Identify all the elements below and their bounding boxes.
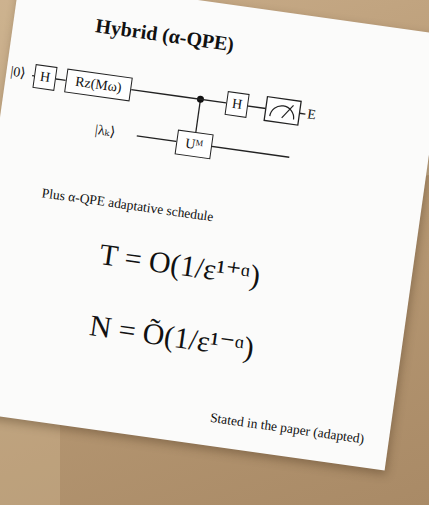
qubit-wire <box>131 90 226 103</box>
control-line <box>196 99 201 132</box>
measurement-box <box>264 97 301 125</box>
gate-label: H <box>231 97 243 112</box>
hadamard-gate: H <box>32 64 57 91</box>
gate-label: Uᴹ <box>184 136 203 152</box>
classical-wire <box>299 113 305 115</box>
diagram-title: Hybrid (α-QPE) <box>94 14 235 55</box>
paper-slip: Hybrid (α-QPE) H Rz(Mω) H Uᴹ |0⟩ E |λₖ⟩ Plus α-Q… <box>0 0 429 471</box>
register-label: |λₖ⟩ <box>94 122 116 140</box>
qubit-label: |0⟩ <box>9 64 26 81</box>
measurement-arc <box>270 104 295 119</box>
source-note: Stated in the paper (adapted) <box>209 411 365 447</box>
gate-label: Rz(Mω) <box>74 75 122 95</box>
output-label: E <box>306 106 317 122</box>
circuit-wires <box>0 0 429 471</box>
complexity-formula: T = O(1/ε¹⁺ᵅ) <box>98 237 263 292</box>
complexity-formula: N = Õ(1/ε¹⁻ᵅ) <box>88 308 256 364</box>
gate-label: H <box>39 70 51 85</box>
qubit-wire <box>56 79 66 80</box>
edge-layer <box>0 0 429 471</box>
hadamard-gate: H <box>225 91 250 118</box>
rotation-gate: Rz(Mω) <box>64 69 133 102</box>
unitary-gate: Uᴹ <box>175 129 214 159</box>
measurement-needle <box>282 104 294 119</box>
note-text: Plus α-QPE adaptative schedule <box>41 186 215 225</box>
